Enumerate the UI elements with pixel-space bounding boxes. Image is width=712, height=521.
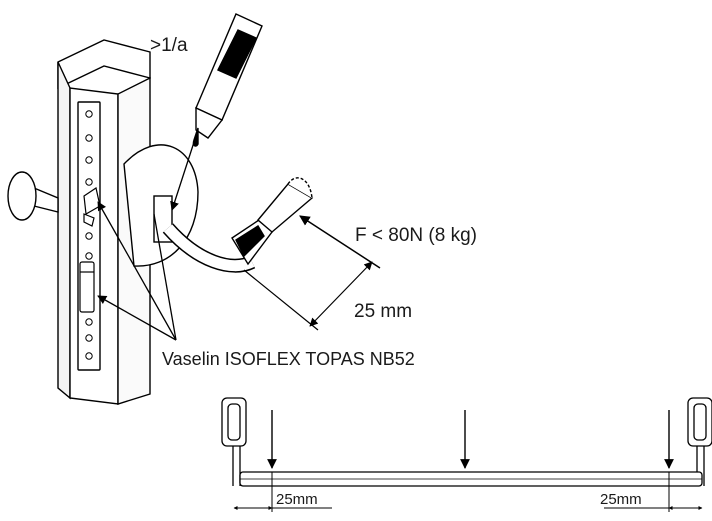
dimension-left-label: 25mm: [276, 491, 318, 508]
lubrication-pointers: [97, 201, 177, 341]
oil-pointer-arrow: [170, 135, 197, 211]
panic-bar: [221, 397, 712, 487]
frequency-label: >1/a: [150, 35, 188, 56]
force-arrow: [299, 215, 381, 269]
bar-dimensions: [233, 472, 703, 512]
grease-gun: [162, 177, 314, 273]
force-label: F < 80N (8 kg): [355, 225, 477, 246]
door-knob: [7, 171, 59, 221]
distance-dimension: [243, 261, 373, 331]
latch-bolt: [83, 187, 101, 227]
push-arrows: [267, 410, 674, 469]
oil-bottle-icon: [192, 13, 263, 147]
faceplate-screws: [85, 110, 93, 360]
deadbolt: [79, 261, 95, 313]
distance-label: 25 mm: [354, 301, 413, 322]
lubricant-label: Vaselin ISOFLEX TOPAS NB52: [162, 349, 415, 369]
dimension-right-label: 25mm: [600, 491, 642, 508]
